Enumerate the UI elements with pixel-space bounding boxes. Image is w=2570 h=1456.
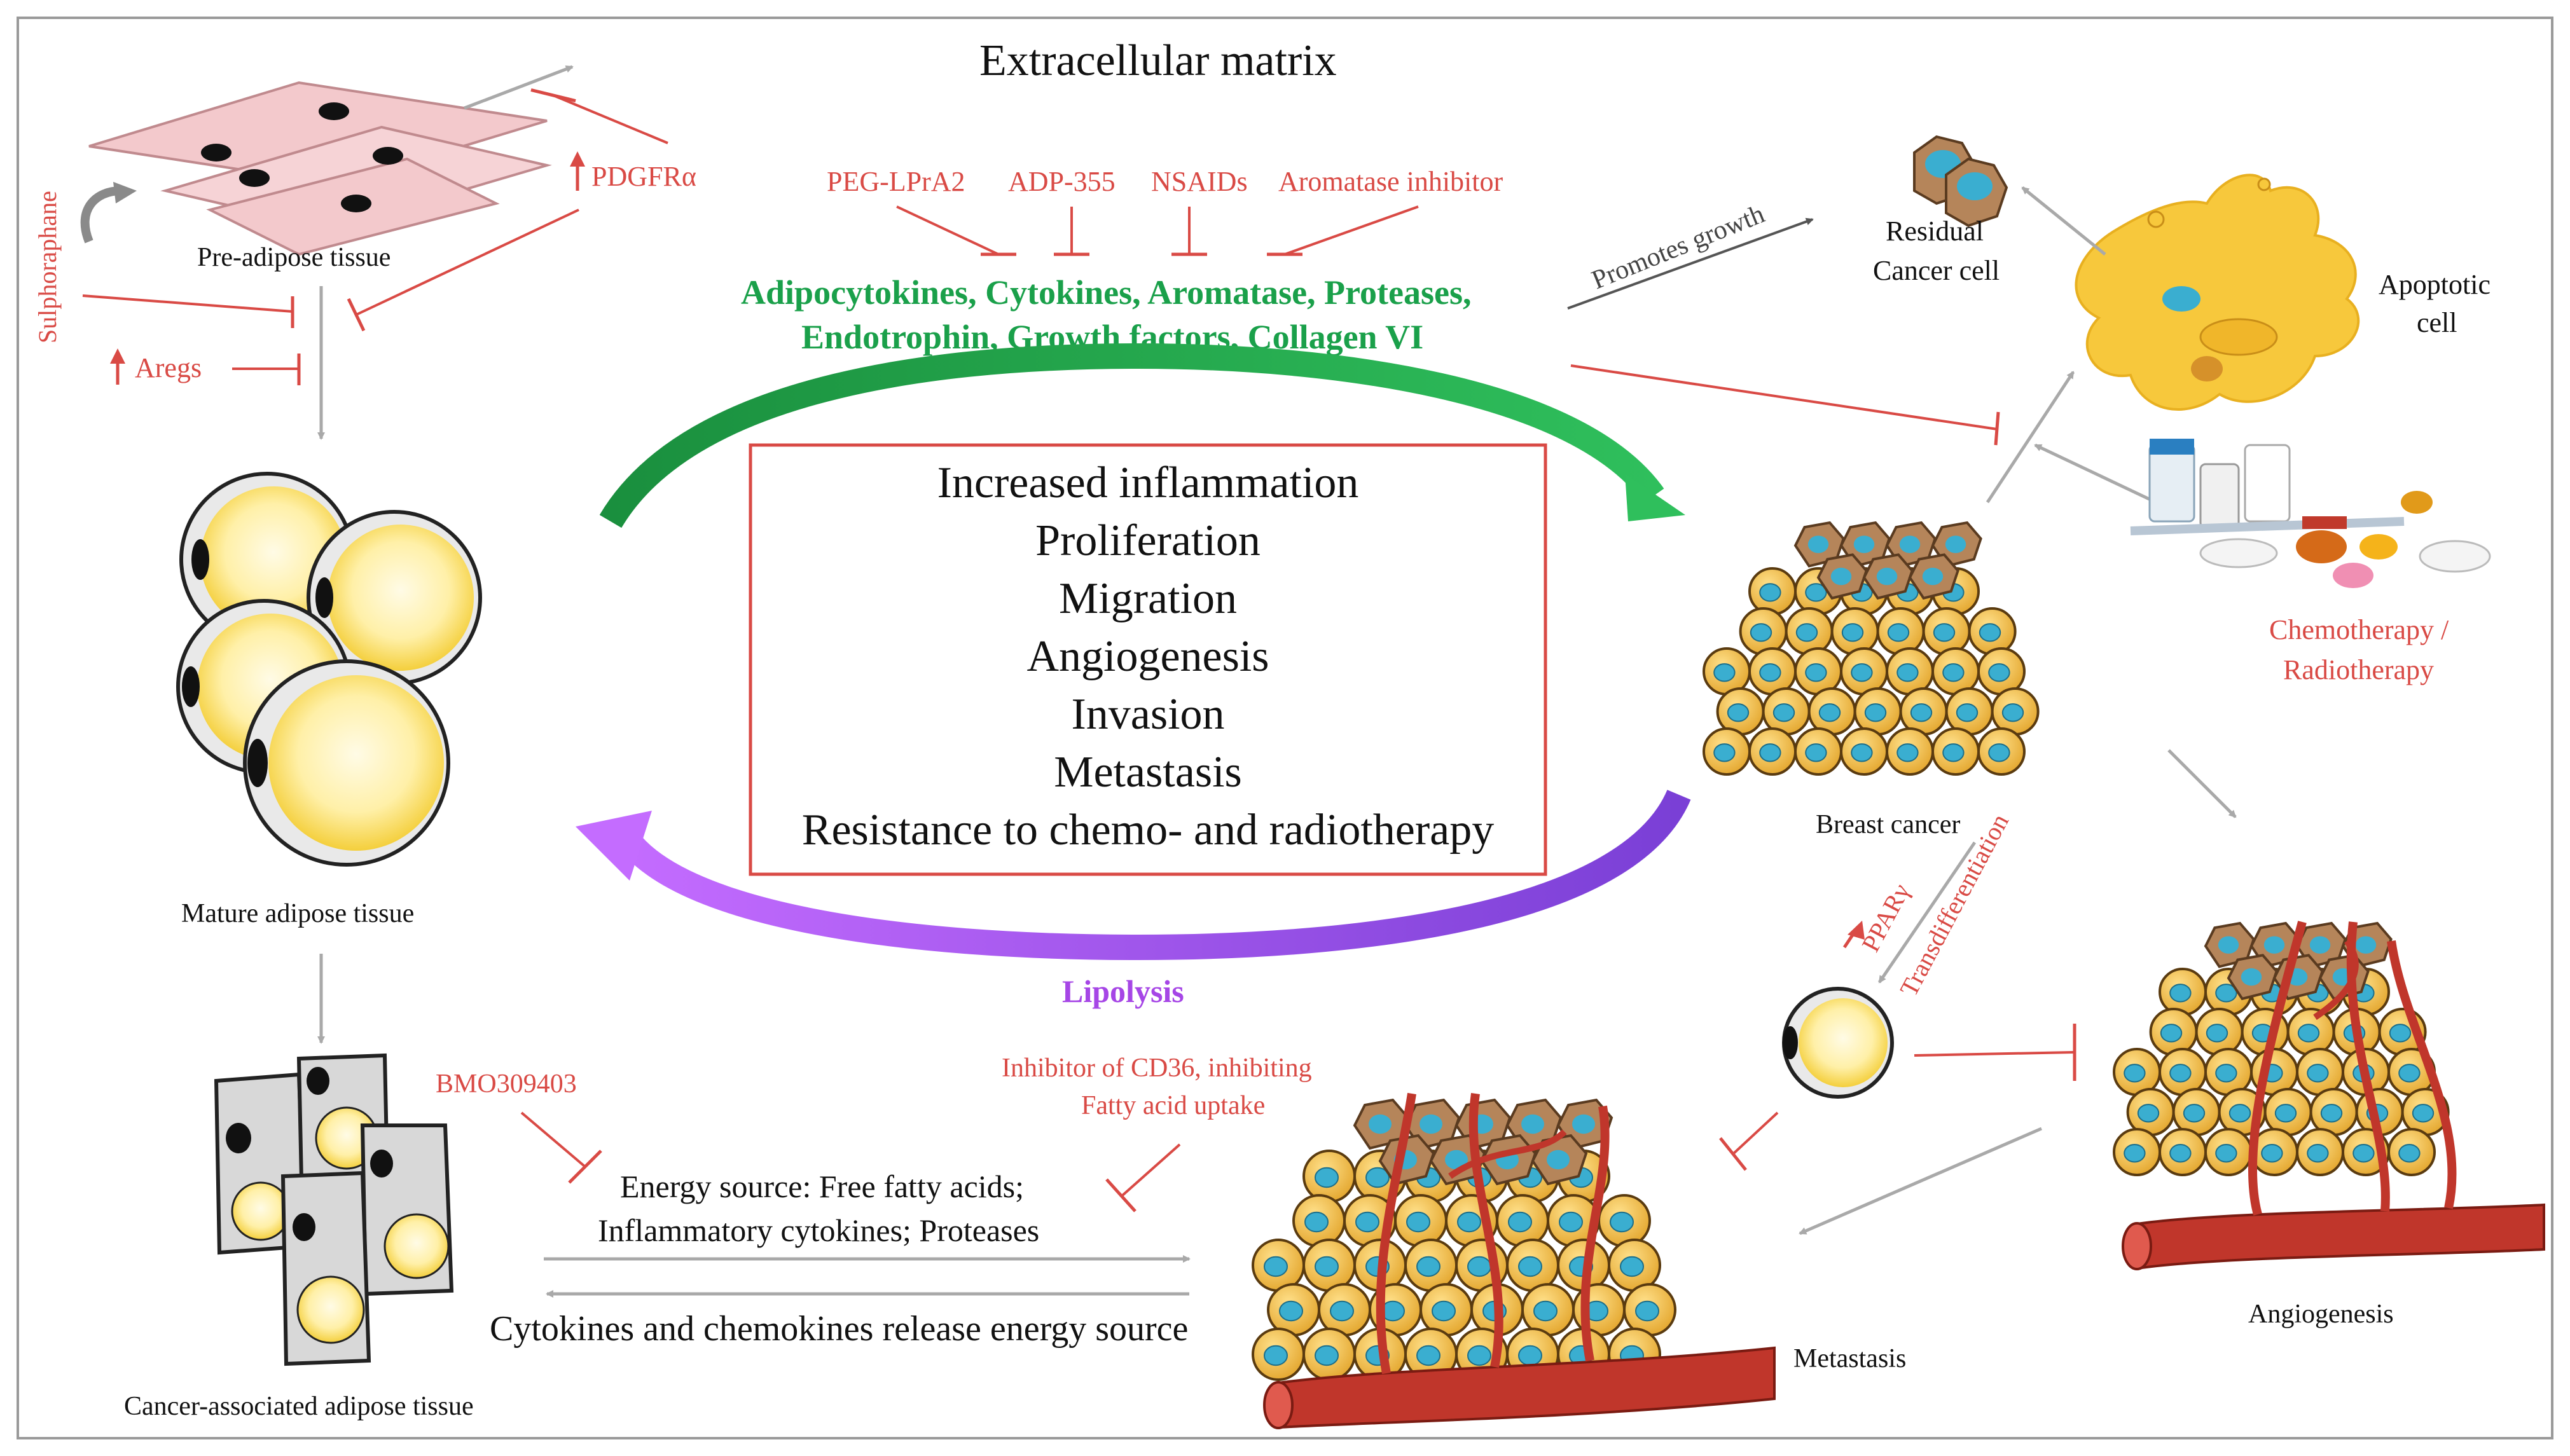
effects-box xyxy=(749,443,1547,876)
chemo-to-apoptotic-arrow xyxy=(2034,443,2157,504)
caat-cells xyxy=(214,1053,454,1366)
promotes-growth-label: Promotes growth xyxy=(1588,200,1769,296)
chemo-line2: Radiotherapy xyxy=(2283,654,2434,685)
pre-adipose-illustration xyxy=(80,81,552,256)
extracellular-matrix-label: Extracellular matrix xyxy=(979,36,1337,85)
cd36-line1: Inhibitor of CD36, inhibiting xyxy=(1002,1054,1312,1083)
residual-cancer-cells xyxy=(1913,135,2008,228)
energy-line2: Inflammatory cytokines; Proteases xyxy=(598,1212,1039,1248)
factors-line1: Adipocytokines, Cytokines, Aromatase, Pr… xyxy=(741,273,1471,312)
pre-adipose-label: Pre-adipose tissue xyxy=(197,243,390,272)
pdgfra-bar xyxy=(347,298,366,332)
sulph-inhibit-line xyxy=(82,294,293,313)
pdgfra-inhibit-bar xyxy=(530,88,576,102)
cd36-inhibit-line xyxy=(1121,1143,1181,1197)
inhibitor-line-3 xyxy=(1284,205,1419,256)
bmo-inhibit-line xyxy=(520,1111,586,1168)
factors-inhibit-bar xyxy=(1994,411,2000,446)
aregs-label: Aregs xyxy=(135,352,202,383)
sulphoraphane-label: Sulphoraphane xyxy=(33,191,62,343)
angiogenesis-label: Angiogenesis xyxy=(2248,1300,2394,1329)
pdgfra-label: PDGFRα xyxy=(591,161,696,192)
pdgfra-group: PDGFRα xyxy=(570,151,696,192)
bmo-label: BMO309403 xyxy=(436,1069,577,1099)
effect-item-4: Invasion xyxy=(1071,690,1224,739)
effect-item-0: Increased inflammation xyxy=(937,458,1359,507)
adipocyte-inhibit-angio-line xyxy=(1914,1051,2074,1057)
mature-adipocytes xyxy=(176,472,482,867)
frame-border xyxy=(17,17,2553,1439)
factors-inhibit-apoptosis-line xyxy=(1570,364,1998,430)
metastasis-illustration xyxy=(1252,1098,1676,1381)
metastasis-label: Metastasis xyxy=(1793,1344,1906,1373)
adipocyte-inhibit-meta-line xyxy=(1732,1111,1779,1155)
breast-cancer-label: Breast cancer xyxy=(1816,810,1960,839)
residual-line2: Cancer cell xyxy=(1873,255,2000,286)
adipocyte-inhibit-meta-bar xyxy=(1719,1137,1747,1171)
angio-to-metastasis-arrow xyxy=(1799,1127,2042,1235)
breast-cancer-illustration xyxy=(1703,521,2040,776)
effect-item-1: Proliferation xyxy=(1035,516,1261,565)
mature-adipose-label: Mature adipose tissue xyxy=(181,899,414,928)
transdiff-adipocyte xyxy=(1782,987,1894,1099)
inhibitor-label-0: PEG-LPrA2 xyxy=(827,166,965,197)
residual-line1: Residual xyxy=(1886,216,1984,247)
promotes-growth-arrow xyxy=(1567,217,1814,310)
effects-list: Increased inflammationProliferationMigra… xyxy=(802,458,1495,855)
pdgfra-inhibit-line xyxy=(553,94,668,144)
ecm-arrow xyxy=(464,65,574,110)
cancer-to-angiogenesis-arrow xyxy=(2167,749,2237,818)
meta-vessel xyxy=(1263,1092,1776,1429)
effect-item-5: Metastasis xyxy=(1054,748,1242,797)
effect-item-6: Resistance to chemo- and radiotherapy xyxy=(802,806,1495,855)
energy-line1: Energy source: Free fatty acids; xyxy=(620,1169,1024,1204)
inhibitor-line-0 xyxy=(896,205,999,256)
caat-label: Cancer-associated adipose tissue xyxy=(124,1392,474,1421)
apoptotic-line1: Apoptotic xyxy=(2379,269,2491,300)
chemo-line1: Chemotherapy / xyxy=(2269,614,2449,645)
green-arc-head xyxy=(1625,474,1685,521)
angio-vessel xyxy=(2122,921,2545,1270)
cytokines-release-label: Cytokines and chemokines release energy … xyxy=(490,1309,1188,1349)
inhibitor-label-1: ADP-355 xyxy=(1008,166,1116,197)
effect-item-2: Migration xyxy=(1059,574,1237,623)
effect-item-3: Angiogenesis xyxy=(1026,632,1269,681)
inhibitor-row: PEG-LPrA2 ADP-355 NSAIDs Aromatase inhibito… xyxy=(827,166,1503,256)
cd36-bar xyxy=(1105,1178,1136,1212)
lipolysis-label: Lipolysis xyxy=(1062,973,1184,1009)
cancer-to-apoptotic-arrow xyxy=(1986,371,2075,504)
inhibitor-label-2: NSAIDs xyxy=(1151,166,1248,197)
purple-arc xyxy=(612,789,1691,961)
apoptotic-to-residual-arrow xyxy=(2021,186,2106,256)
cancer-to-adipocyte-arrow xyxy=(1877,841,1977,984)
apoptotic-cell xyxy=(2075,174,2360,411)
bmo-bar xyxy=(568,1150,602,1184)
aregs-group: Aregs xyxy=(110,348,202,385)
apoptotic-line2: cell xyxy=(2417,307,2457,338)
chemo-drugs-illustration xyxy=(2130,439,2491,588)
cd36-line2: Fatty acid uptake xyxy=(1081,1091,1265,1120)
inhibitor-label-3: Aromatase inhibitor xyxy=(1278,166,1503,197)
pdgfra-to-tissue-line xyxy=(356,209,579,316)
purple-arc-head xyxy=(576,811,652,881)
green-arc xyxy=(599,343,1664,528)
